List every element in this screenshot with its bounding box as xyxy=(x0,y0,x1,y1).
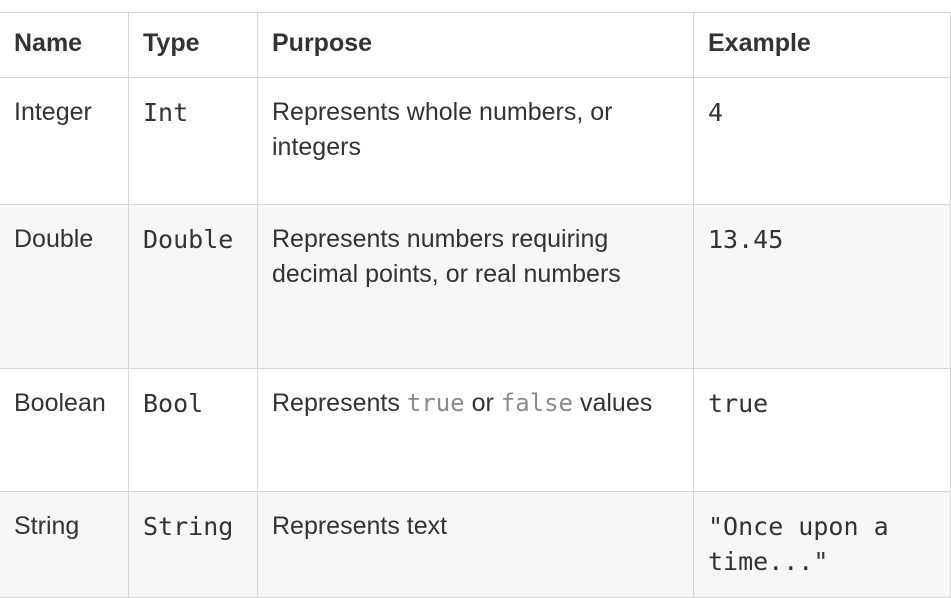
cell-example: 4 xyxy=(693,77,951,205)
cell-type: Int xyxy=(128,77,258,205)
cell-purpose: Represents text xyxy=(257,491,694,598)
header-example: Example xyxy=(693,12,951,78)
cell-name: Double xyxy=(0,204,129,369)
purpose-suffix: values xyxy=(579,389,653,417)
purpose-middle: or xyxy=(471,389,494,417)
cell-name: Boolean xyxy=(0,368,129,492)
data-types-table: Name Type Purpose Example Integer Int Re… xyxy=(0,12,951,598)
purpose-code-false: false xyxy=(500,389,573,417)
table-row: Boolean Bool Represents true or false va… xyxy=(0,368,951,492)
cell-example: true xyxy=(693,368,951,492)
cell-type: Double xyxy=(128,204,258,369)
purpose-prefix: Represents xyxy=(272,389,400,417)
table-header: Name Type Purpose Example xyxy=(0,12,951,78)
header-purpose: Purpose xyxy=(257,12,694,78)
header-row: Name Type Purpose Example xyxy=(0,12,951,78)
cell-name: Integer xyxy=(0,77,129,205)
table-row: String String Represents text "Once upon… xyxy=(0,491,951,598)
cell-type: Bool xyxy=(128,368,258,492)
table-row: Double Double Represents numbers requiri… xyxy=(0,204,951,369)
header-type: Type xyxy=(128,12,258,78)
cell-name: String xyxy=(0,491,129,598)
cell-example: "Once upon a time..." xyxy=(693,491,951,598)
cell-type: String xyxy=(128,491,258,598)
cell-purpose: Represents true or false values xyxy=(257,368,694,492)
cell-example: 13.45 xyxy=(693,204,951,369)
table-row: Integer Int Represents whole numbers, or… xyxy=(0,77,951,205)
cell-purpose: Represents numbers requiring decimal poi… xyxy=(257,204,694,369)
cell-purpose: Represents whole numbers, or integers xyxy=(257,77,694,205)
header-name: Name xyxy=(0,12,129,78)
table-body: Integer Int Represents whole numbers, or… xyxy=(0,77,951,598)
purpose-code-true: true xyxy=(406,389,465,417)
